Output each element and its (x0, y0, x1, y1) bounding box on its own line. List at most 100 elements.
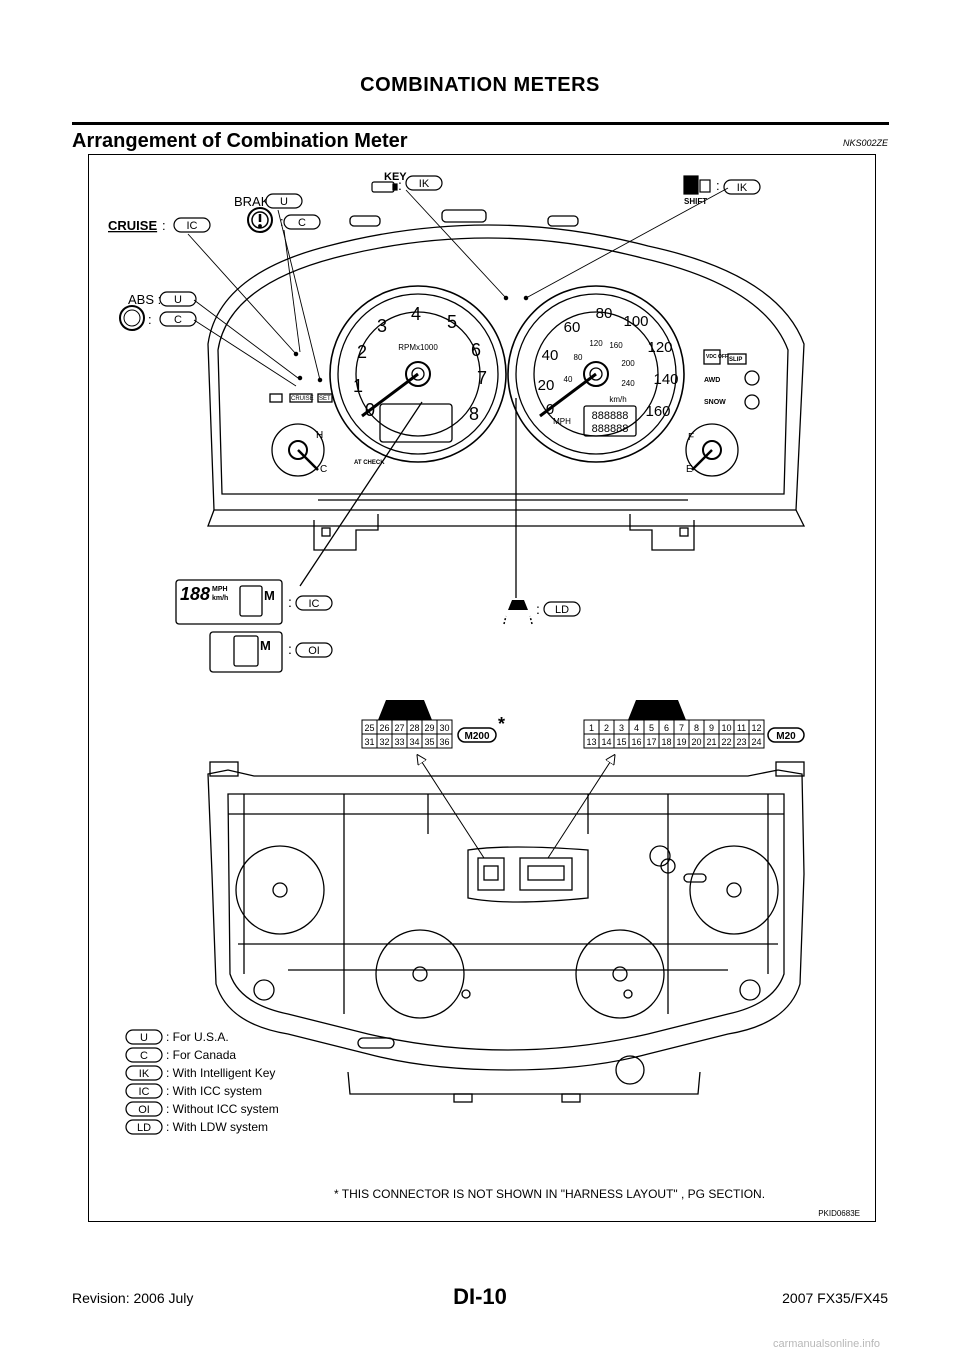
speed-unit-kmh: km/h (609, 395, 626, 404)
key-label: KEY (384, 171, 407, 183)
m200-label: M200 (464, 731, 489, 742)
m200-pin-29: 29 (424, 723, 434, 733)
badge-ld-display: LD (555, 604, 569, 616)
display-icc-mph: MPH (212, 586, 228, 593)
display-icc-digits: 188 (180, 584, 210, 604)
tach-tick-1: 1 (353, 376, 363, 396)
speed-tick-80: 80 (596, 305, 613, 322)
shift-label: SHIFT (684, 197, 707, 206)
legend-text-intelligent-key: : With Intelligent Key (166, 1066, 275, 1080)
legend-badge-u: U (140, 1032, 148, 1044)
m20-label: M20 (776, 731, 796, 742)
m200-pin-35: 35 (424, 737, 434, 747)
display-icc-colon: : (288, 594, 292, 610)
footer-page-number: DI-10 (453, 1284, 507, 1309)
tach-tick-4: 4 (411, 304, 421, 324)
footer-revision: Revision: 2006 July (72, 1290, 194, 1306)
display-icc-gear: M (264, 588, 275, 603)
badge-u-brake: U (280, 196, 288, 208)
vdc-off-indicator: VDC OFF (706, 354, 728, 360)
legend-text-canada: : For Canada (166, 1048, 236, 1062)
tach-tick-2: 2 (357, 342, 367, 362)
m20-pin-18: 18 (661, 737, 671, 747)
fuel-empty-label: E (686, 464, 693, 475)
speed-tick-160: 160 (645, 403, 670, 420)
m20-pin-13: 13 (586, 737, 596, 747)
lane-departure-icon (503, 600, 533, 625)
tach-unit: RPMx1000 (398, 343, 438, 352)
m200-pin-27: 27 (394, 723, 404, 733)
kmh-tick-160: 160 (609, 341, 623, 350)
speed-tick-0: 0 (546, 401, 554, 418)
abs-icon (119, 305, 145, 331)
m20-pin-22: 22 (721, 737, 731, 747)
legend-text-with-icc: : With ICC system (166, 1084, 262, 1098)
set-indicator: SET (319, 396, 331, 402)
legend-text-ldw: : With LDW system (166, 1120, 268, 1134)
m20-pin-16: 16 (631, 737, 641, 747)
m20-pin-1: 1 (589, 723, 594, 733)
m20-pin-7: 7 (679, 723, 684, 733)
display-oi-colon: : (288, 641, 292, 657)
footer-model: 2007 FX35/FX45 (782, 1290, 888, 1306)
speed-tick-140: 140 (653, 371, 678, 388)
speed-tick-40: 40 (542, 347, 559, 364)
odometer-top: 888888 (592, 410, 629, 422)
speed-tick-100: 100 (623, 313, 648, 330)
m20-pin-4: 4 (634, 723, 639, 733)
m200-asterisk: * (498, 714, 505, 734)
meter-arrangement-figure: KEY : BRAKE : : CRUISE : ABS : : SHIFT :… (108, 171, 860, 1218)
legend-badge-ik: IK (139, 1068, 150, 1080)
section-code: NKS002ZE (842, 138, 888, 148)
awd-indicator: AWD (704, 377, 720, 384)
m200-pin-32: 32 (379, 737, 389, 747)
tach-tick-8: 8 (469, 404, 479, 424)
cruise-label: CRUISE (108, 218, 157, 233)
m20-pin-17: 17 (646, 737, 656, 747)
m200-pin-34: 34 (409, 737, 419, 747)
m20-pin-21: 21 (706, 737, 716, 747)
fuel-full-label: F (688, 432, 694, 443)
slip-indicator: SLIP (729, 357, 742, 363)
combination-meter (207, 209, 806, 551)
key-icon (371, 181, 395, 193)
m200-pin-31: 31 (364, 737, 374, 747)
tach-tick-7: 7 (477, 368, 487, 388)
badge-ik-key: IK (419, 178, 430, 190)
m20-pin-5: 5 (649, 723, 654, 733)
connector-m20: 1 2 3 4 5 6 7 8 9 10 11 12 13 14 15 16 1… (583, 700, 805, 749)
badge-ic-display: IC (309, 598, 320, 610)
m20-pin-3: 3 (619, 723, 624, 733)
brake-c-colon: : (280, 214, 284, 229)
temp-high-label: H (316, 430, 323, 441)
m20-pin-11: 11 (737, 723, 746, 733)
abs-c-colon: : (148, 312, 152, 327)
display-icc-kmh: km/h (212, 595, 228, 602)
m20-pin-8: 8 (694, 723, 699, 733)
legend-badge-oi: OI (138, 1104, 150, 1116)
legend-text-usa: : For U.S.A. (166, 1030, 229, 1044)
legend-badge-ld: LD (137, 1122, 151, 1134)
m20-pin-24: 24 (751, 737, 761, 747)
tach-tick-3: 3 (377, 316, 387, 336)
kmh-tick-120: 120 (589, 339, 603, 348)
m20-pin-9: 9 (709, 723, 714, 733)
cruise-indicator: CRUISE (291, 396, 314, 402)
kmh-tick-240: 240 (621, 379, 635, 388)
kmh-tick-200: 200 (621, 359, 635, 368)
legend-badge-ic: IC (139, 1086, 150, 1098)
cruise-colon: : (162, 218, 166, 233)
m20-pin-10: 10 (721, 723, 731, 733)
m20-pin-6: 6 (664, 723, 669, 733)
meter-rear-view (207, 761, 805, 1103)
badge-ik-shift: IK (737, 182, 748, 194)
ld-colon: : (536, 601, 540, 617)
m20-pin-14: 14 (601, 737, 611, 747)
image-code: PKID0683E (818, 1209, 860, 1218)
m20-pin-23: 23 (736, 737, 746, 747)
m20-pin-20: 20 (691, 737, 701, 747)
speed-tick-120: 120 (647, 339, 672, 356)
legend: U C IK IC OI LD : For U.S.A. : For Canad… (125, 1029, 279, 1135)
shift-colon: : (716, 178, 720, 193)
at-check-indicator: AT CHECK (354, 460, 385, 466)
